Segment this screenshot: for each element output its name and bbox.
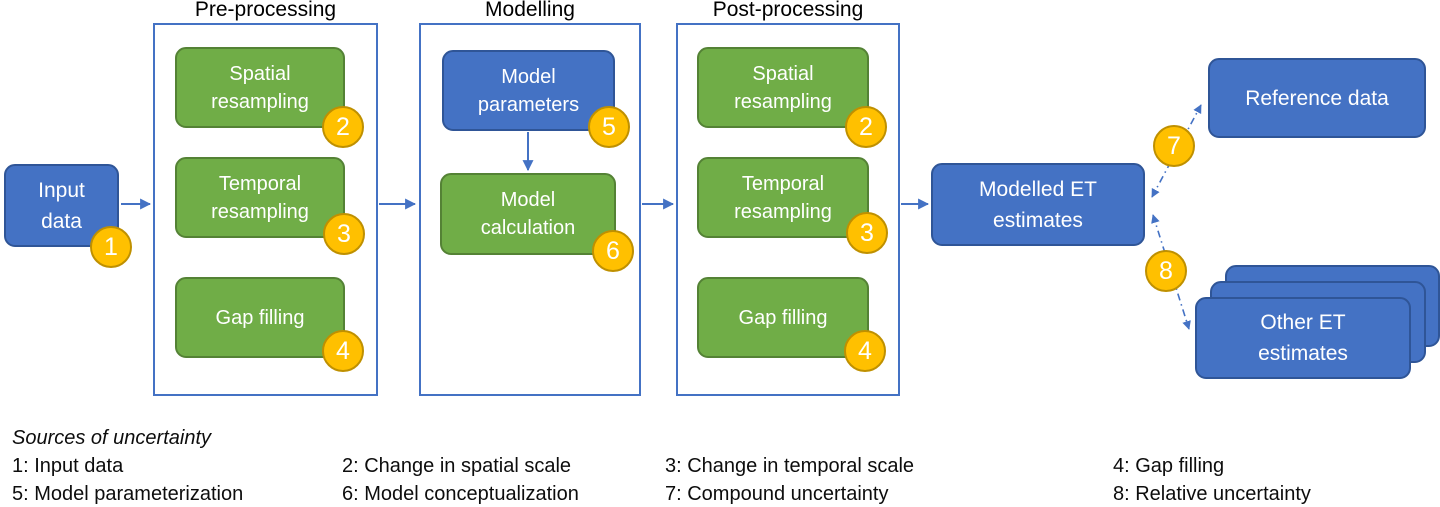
reference-data-box: Reference data (1208, 58, 1426, 138)
legend-item-4: 4: Gap filling (1113, 455, 1225, 477)
preprocessing-container (153, 23, 378, 396)
badge-5-model-parameters: 5 (588, 106, 630, 148)
legend-item-8: 8: Relative uncertainty (1113, 483, 1311, 505)
modelling-container (419, 23, 641, 396)
modelled-et-estimates-box: Modelled ET estimates (931, 163, 1145, 246)
legend-item-7: 7: Compound uncertainty (665, 483, 889, 505)
modelling-title: Modelling (485, 0, 575, 21)
postprocessing-container (676, 23, 900, 396)
model-parameters-box: Model parameters (442, 50, 615, 131)
other-et-estimates-box: Other ET estimates (1195, 297, 1411, 379)
badge-1-input-data: 1 (90, 226, 132, 268)
post-spatial-resampling-box: Spatial resampling (697, 47, 869, 128)
post-temporal-resampling-box: Temporal resampling (697, 157, 869, 238)
legend-item-6: 6: Model conceptualization (342, 483, 579, 505)
legend-item-3: 3: Change in temporal scale (665, 455, 915, 477)
badge-8-relative-uncertainty: 8 (1145, 250, 1187, 292)
pre-gap-filling-box: Gap filling (175, 277, 345, 358)
legend-title: Sources of uncertainty (12, 427, 211, 449)
badge-2-post-spatial: 2 (845, 106, 887, 148)
badge-2-pre-spatial: 2 (322, 106, 364, 148)
pre-temporal-resampling-box: Temporal resampling (175, 157, 345, 238)
postprocessing-title: Post-processing (712, 0, 864, 21)
badge-7-compound-uncertainty: 7 (1153, 125, 1195, 167)
model-calculation-box: Model calculation (440, 173, 616, 255)
badge-3-post-temporal: 3 (846, 212, 888, 254)
legend-item-1: 1: Input data (12, 455, 124, 477)
post-gap-filling-box: Gap filling (697, 277, 869, 358)
badge-3-pre-temporal: 3 (323, 213, 365, 255)
badge-4-pre-gap: 4 (322, 330, 364, 372)
preprocessing-title: Pre-processing (194, 0, 337, 21)
legend-item-2: 2: Change in spatial scale (342, 455, 572, 477)
legend-item-5: 5: Model parameterization (12, 483, 244, 505)
input-data-box: Input data (4, 164, 119, 247)
pre-spatial-resampling-box: Spatial resampling (175, 47, 345, 128)
badge-6-model-calculation: 6 (592, 230, 634, 272)
badge-4-post-gap: 4 (844, 330, 886, 372)
